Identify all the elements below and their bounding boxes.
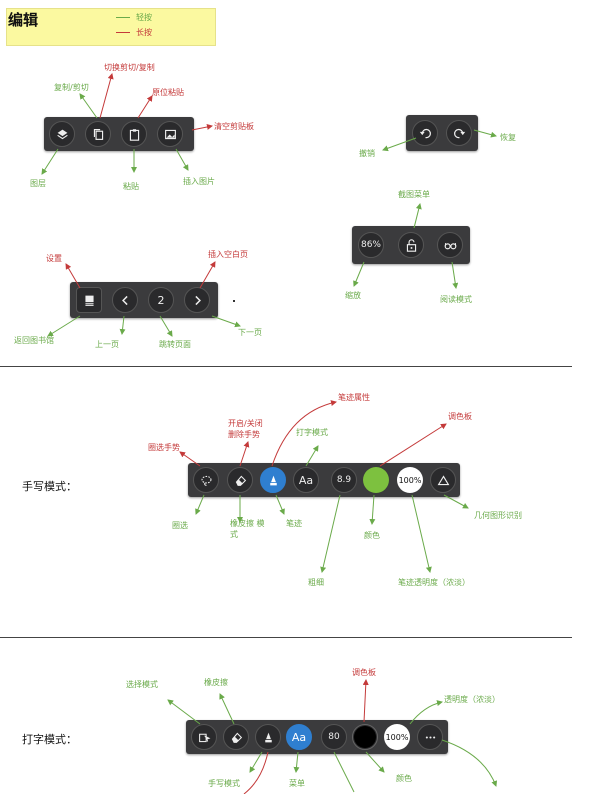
more-menu-button[interactable] — [417, 724, 443, 750]
font-button[interactable]: Aa — [286, 724, 312, 750]
copy-button[interactable] — [85, 121, 111, 147]
paste-button[interactable] — [121, 121, 147, 147]
redo-icon — [453, 128, 465, 138]
lock-button[interactable] — [398, 232, 424, 258]
label-thickness: 粗细 — [308, 578, 324, 587]
label-lasso-gesture: 圈选手势 — [148, 443, 180, 452]
layers-button[interactable] — [49, 121, 75, 147]
label-settings: 设置 — [46, 254, 62, 263]
font-size-button[interactable]: 80 — [321, 724, 347, 750]
label-pen: 笔迹 — [286, 519, 302, 528]
zoom-button[interactable]: 86% — [358, 232, 384, 258]
pen-icon — [264, 732, 272, 742]
undo-button[interactable] — [412, 120, 438, 146]
library-button[interactable] — [76, 287, 102, 313]
label-toggle-erase-gesture: 开启/关闭 删除手势 — [228, 419, 263, 439]
eraser-icon — [231, 732, 242, 743]
glasses-icon — [444, 242, 456, 249]
typing-mode-label: 打字模式： — [22, 733, 77, 746]
insert-image-button[interactable] — [157, 121, 183, 147]
label-lasso: 圈选 — [172, 521, 188, 530]
label-eraser-mode: 橡皮擦 模式 — [230, 519, 265, 539]
label-layers: 图层 — [30, 179, 46, 188]
section-title-edit: 编辑 — [8, 11, 39, 29]
triangle-icon — [437, 474, 449, 485]
eraser-button[interactable] — [227, 467, 253, 493]
opacity-button[interactable]: 100% — [397, 467, 423, 493]
lasso-icon — [201, 475, 211, 486]
stray-dot — [233, 300, 235, 302]
label-redo: 恢复 — [500, 133, 516, 142]
label-shape-recognition: 几何图形识别 — [474, 511, 522, 520]
label-jump-page: 跳转页面 — [159, 340, 191, 349]
label-menu: 菜单 — [289, 779, 305, 788]
text-opacity-button[interactable]: 100% — [384, 724, 410, 750]
chevron-left-icon — [121, 295, 128, 305]
shape-recognition-button[interactable] — [430, 467, 456, 493]
undo-icon — [419, 128, 431, 138]
label-select-mode: 选择模式 — [126, 680, 158, 689]
label-zoom: 缩放 — [345, 291, 361, 300]
handwriting-mode-label: 手写模式： — [22, 480, 77, 493]
label-copy-cut: 复制/剪切 — [54, 83, 89, 92]
label-clear-clipboard: 清空剪贴板 — [214, 122, 254, 131]
chevron-right-icon — [194, 295, 201, 305]
label-reading-mode: 阅读模式 — [440, 295, 472, 304]
prev-page-button[interactable] — [112, 287, 138, 313]
color-swatch — [363, 467, 389, 493]
label-handwrite-mode: 手写模式 — [208, 779, 240, 788]
redo-button[interactable] — [446, 120, 472, 146]
label-next-page: 下一页 — [238, 328, 262, 337]
text-color-button[interactable] — [352, 724, 378, 750]
layers-icon — [56, 129, 68, 139]
label-stroke-props: 笔迹属性 — [338, 393, 370, 402]
select-mode-button[interactable] — [191, 724, 217, 750]
handwrite-mode-button[interactable] — [255, 724, 281, 750]
label-typing-opacity: 透明度（浓淡） — [444, 695, 500, 704]
label-back-library: 返回图书馆 — [14, 336, 54, 345]
divider-bottom — [0, 637, 572, 638]
divider-top — [0, 366, 572, 367]
reading-mode-button[interactable] — [437, 232, 463, 258]
typing-eraser-button[interactable] — [223, 724, 249, 750]
label-undo: 撤销 — [359, 149, 375, 158]
lasso-button[interactable] — [193, 467, 219, 493]
color-swatch — [354, 726, 376, 748]
legend-box — [6, 8, 216, 46]
label-typing-color: 颜色 — [396, 774, 412, 783]
label-color: 颜色 — [364, 531, 380, 540]
pen-button[interactable] — [260, 467, 286, 493]
color-button[interactable] — [363, 467, 389, 493]
label-typing-palette: 调色板 — [352, 668, 376, 677]
eraser-icon — [235, 475, 246, 486]
legend-tap: 轻按 — [116, 12, 152, 23]
label-insert-blank: 插入空白页 — [208, 250, 248, 259]
clipboard-icon — [129, 128, 139, 141]
next-page-button[interactable] — [184, 287, 210, 313]
label-crop-menu: 截图菜单 — [398, 190, 430, 199]
legend-long-press: 长按 — [116, 27, 152, 38]
typing-mode-button[interactable]: Aa — [293, 467, 319, 493]
label-paste: 粘贴 — [123, 182, 139, 191]
thickness-button[interactable]: 8.9 — [331, 467, 357, 493]
pen-icon — [269, 475, 277, 485]
more-icon — [425, 735, 435, 739]
legend-long-text: 长按 — [136, 28, 152, 37]
label-palette: 调色板 — [448, 412, 472, 421]
image-icon — [164, 129, 176, 139]
copy-icon — [93, 128, 103, 140]
select-icon — [198, 733, 210, 742]
label-insert-image: 插入图片 — [183, 177, 215, 186]
page-number-button[interactable]: 2 — [148, 287, 174, 313]
label-paste-in-place: 原位粘贴 — [152, 88, 184, 97]
label-typing-eraser: 橡皮擦 — [204, 678, 228, 687]
label-prev-page: 上一页 — [95, 340, 119, 349]
lock-icon — [406, 238, 416, 252]
label-stroke-opacity: 笔迹透明度（浓淡） — [398, 578, 470, 587]
library-icon — [84, 295, 94, 306]
legend-tap-text: 轻按 — [136, 13, 152, 22]
label-typing-mode: 打字模式 — [296, 428, 328, 437]
label-toggle-cut-copy: 切换剪切/复制 — [104, 63, 155, 72]
